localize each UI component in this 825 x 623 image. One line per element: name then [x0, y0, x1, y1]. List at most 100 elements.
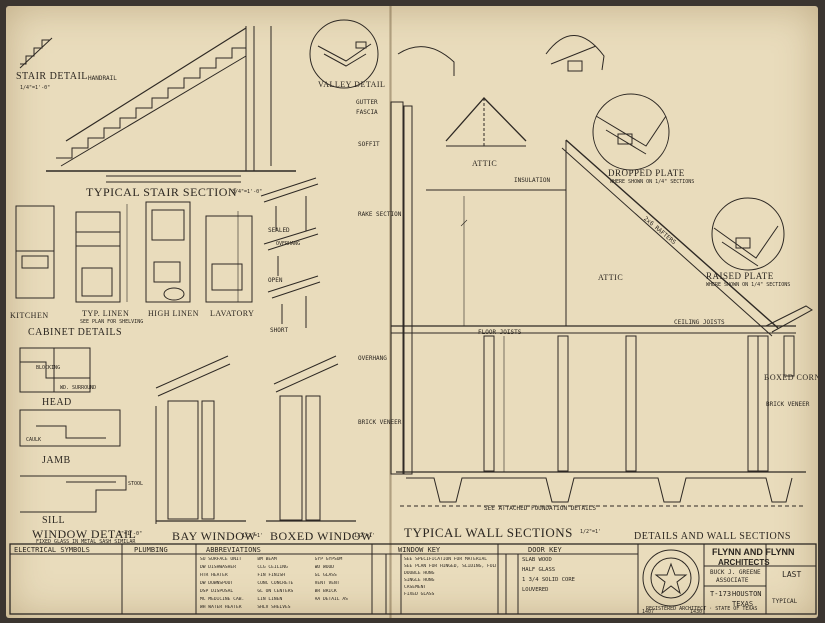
handrail-label: HANDRAIL: [88, 75, 117, 82]
boxed-window-drawing: [266, 355, 356, 522]
dropped-plate-drawing: [592, 93, 670, 171]
last-label: LAST: [782, 570, 802, 579]
door-key-item: LOUVERED: [522, 587, 549, 593]
boxed-window-title: BOXED WINDOW: [270, 529, 373, 543]
blocking-label: BLOCKING: [36, 365, 61, 371]
cabinet-details-title: CABINET DETAILS: [28, 327, 123, 338]
abbreviation-item: CONC CONCRETE: [257, 581, 294, 586]
window-key-item: SINGLE HUNG: [404, 578, 435, 583]
abbreviation-item: LIN LINEN: [257, 597, 283, 602]
abbreviation-item: SU SURFACE UNIT: [200, 557, 242, 562]
raised-plate-drawing: [711, 197, 785, 271]
valley-detail-title: VALLEY DETAIL: [318, 80, 386, 89]
abbreviation-item: GYP GYPSUM: [314, 557, 343, 562]
window-key-list: SEE SPECIFICATION FOR MATERIAL SEE PLAN F…: [404, 557, 496, 613]
boxed-window-scale: 1/2"=1': [354, 533, 376, 539]
typ-linen-label: TYP. LINEN: [82, 309, 130, 318]
associate-name: BUCK J. GREENE: [710, 569, 761, 576]
typical-stair-section-scale: 3/4"=1'-0": [232, 189, 263, 195]
foundation-drawing: [400, 477, 806, 507]
legend-frame: [9, 543, 817, 615]
firm-architects: ARCHITECTS: [718, 558, 770, 567]
dropped-plate-title: DROPPED PLATE: [608, 168, 685, 178]
short-label: SHORT: [270, 327, 289, 334]
window-key-item: FIXED GLASS: [404, 592, 435, 597]
open-label: OPEN: [268, 277, 283, 284]
overhang-label: OVERHANG: [276, 241, 301, 247]
door-key-item: SLAB WOOD: [522, 557, 552, 563]
door-key-item: HALF GLASS: [522, 567, 556, 573]
typical-wall-sections-title: TYPICAL WALL SECTIONS: [404, 525, 573, 540]
foundation-note: SEE ATTACHED FOUNDATION DETAILS: [484, 505, 596, 512]
typical-stair-section-title: TYPICAL STAIR SECTION: [86, 185, 238, 199]
interior-walls-drawing: [396, 335, 806, 473]
abbreviation-item: CLG CEILING: [257, 565, 288, 570]
ceiling-joists-label: CEILING JOISTS: [674, 319, 725, 326]
window-jamb-drawing: [19, 409, 121, 447]
typ-linen-sub: SEE PLAN FOR SHELVING: [80, 319, 144, 325]
sheet-number: T-173: [710, 590, 732, 598]
details-and-wall-sections-title: DETAILS AND WALL SECTIONS: [634, 531, 791, 542]
high-linen-label: HIGH LINEN: [148, 309, 199, 318]
stool-label: STOOL: [128, 481, 144, 487]
abbreviation-item: HTR HEATER: [200, 573, 228, 578]
abbreviation-item: MC MEDICINE CAB.: [200, 597, 245, 602]
stair-detail-title: STAIR DETAIL: [16, 71, 88, 82]
brick-veneer-label-right: BRICK VENEER: [766, 401, 810, 408]
kitchen-label: KITCHEN: [10, 311, 49, 320]
abbreviation-item: WH WATER HEATER: [200, 605, 242, 610]
jamb-label: JAMB: [42, 455, 71, 466]
gutter-label: GUTTER: [356, 99, 378, 106]
window-key-item: SEE PLAN FOR HINGED, SLIDING, FOLDING: [404, 564, 496, 569]
number-right: 1430: [690, 609, 703, 615]
door-key-item: 1 3/4 SOLID CORE: [522, 577, 575, 583]
stair-detail-drawing: [19, 37, 53, 69]
head-label: HEAD: [42, 397, 72, 408]
raised-plate-title: RAISED PLATE: [706, 271, 774, 281]
window-detail-note: FIXED GLASS IN METAL SASH SIMILAR: [36, 539, 136, 545]
window-detail-scale: 3"=1'-0": [118, 531, 143, 537]
abbreviation-item: BM BEAM: [257, 557, 277, 562]
abbreviation-item: GL ON CENTERS: [257, 589, 294, 594]
abbreviation-item: DW DOWNSPOUT: [200, 581, 234, 586]
valley-detail-drawing: [309, 19, 379, 89]
typical-label: TYPICAL: [772, 598, 798, 605]
window-key-item: SEE SPECIFICATION FOR MATERIAL: [404, 557, 487, 562]
plumbing-heading: PLUMBING: [134, 546, 168, 554]
window-key-heading: WINDOW KEY: [398, 546, 441, 554]
bay-window-title: BAY WINDOW: [172, 529, 257, 543]
cabinet-details-drawing: [15, 201, 253, 303]
left-wall-section-drawing: [390, 101, 796, 475]
abbreviation-item: DW DISHWASHER: [200, 565, 236, 570]
number-left: 1407: [642, 609, 655, 615]
window-head-drawing: [19, 347, 91, 393]
bay-window-scale: 1/2"=1': [242, 533, 264, 539]
boxed-cornice-title: BOXED CORNICE: [764, 373, 818, 382]
stair-section-drawing: [46, 26, 296, 183]
bay-window-drawing: [155, 355, 246, 524]
soffit-label: SOFFIT: [358, 141, 380, 148]
gable-roof-drawing: [445, 97, 527, 147]
sealed-label: SEALED: [268, 227, 290, 234]
state: TEXAS: [732, 600, 754, 608]
overhang-label-right: OVERHANG: [358, 355, 387, 362]
typical-wall-sections-scale: 1/2"=1': [580, 529, 602, 535]
main-roof-drawing: [426, 139, 779, 337]
eave-sections-drawing: [260, 177, 321, 328]
fascia-label: FASCIA: [356, 109, 378, 116]
raised-plate-note: WHERE SHOWN ON 1/4" SECTIONS: [706, 282, 791, 288]
abbreviation-item: WD WOOD: [314, 565, 335, 570]
drawing-linework: [9, 19, 817, 615]
blueprint-sheet: STAIR DETAIL 1/4"=1'-0" HANDRAIL TYPICAL…: [6, 6, 818, 618]
sill-label: SILL: [42, 515, 66, 526]
dimension-lines: [126, 196, 505, 472]
seal-text: REGISTERED ARCHITECT · STATE OF TEXAS: [646, 606, 758, 612]
electrical-symbols-heading: ELECTRICAL SYMBOLS: [14, 546, 90, 554]
abbreviation-item: DSP DISPOSAL: [200, 589, 234, 594]
lavatory-label: LAVATORY: [210, 309, 255, 318]
associate-title: ASSOCIATE: [716, 577, 749, 584]
city: HOUSTON: [732, 590, 762, 598]
abbreviation-item: VENT VENT: [314, 581, 340, 586]
insulation-label: INSULATION: [514, 177, 551, 184]
abbreviation-item: SHLV SHELVES: [257, 605, 291, 610]
